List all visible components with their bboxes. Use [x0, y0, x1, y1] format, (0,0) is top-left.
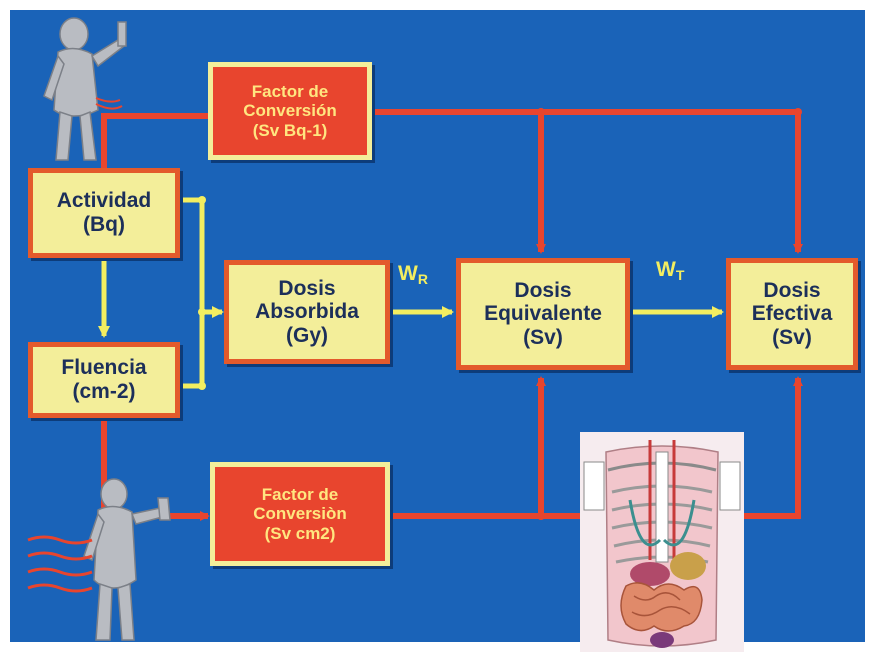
conv-top-line1: Factor de — [252, 82, 329, 101]
conv-top-line2: Conversión — [243, 101, 337, 120]
actividad-unit: (Bq) — [83, 213, 125, 237]
dosis-equivalente-box: Dosis Equivalente (Sv) — [456, 258, 630, 370]
efectiva-unit: (Sv) — [772, 326, 812, 350]
dosis-efectiva-box: Dosis Efectiva (Sv) — [726, 258, 858, 370]
weight-factor-wt: WT — [656, 258, 684, 283]
conv-bottom-line1: Factor de — [262, 485, 339, 504]
dosis-absorbida-box: Dosis Absorbida (Gy) — [224, 260, 390, 364]
equivalente-unit: (Sv) — [523, 326, 563, 350]
equivalente-line2: Equivalente — [484, 302, 602, 326]
person-figure-icon — [44, 18, 126, 160]
factor-conversion-bottom-box: Factor de Conversiòn (Sv cm2) — [210, 462, 390, 566]
torso-anatomy-icon — [580, 432, 744, 652]
absorbida-line1: Dosis — [278, 277, 335, 301]
irradiated-person-icon — [84, 479, 170, 640]
absorbida-line2: Absorbida — [255, 300, 359, 324]
actividad-box: Actividad (Bq) — [28, 168, 180, 258]
weight-factor-wr: WR — [398, 262, 428, 287]
fluencia-unit: (cm-2) — [72, 380, 135, 404]
efectiva-line1: Dosis — [763, 279, 820, 303]
efectiva-line2: Efectiva — [752, 302, 833, 326]
conv-bottom-unit: (Sv cm2) — [265, 524, 336, 543]
factor-conversion-top-box: Factor de Conversión (Sv Bq-1) — [208, 62, 372, 160]
fluencia-label: Fluencia — [61, 356, 146, 380]
absorbida-unit: (Gy) — [286, 324, 328, 348]
conv-bottom-line2: Conversiòn — [253, 504, 347, 523]
fluencia-box: Fluencia (cm-2) — [28, 342, 180, 418]
actividad-label: Actividad — [57, 189, 152, 213]
conv-top-unit: (Sv Bq-1) — [253, 121, 328, 140]
equivalente-line1: Dosis — [514, 279, 571, 303]
